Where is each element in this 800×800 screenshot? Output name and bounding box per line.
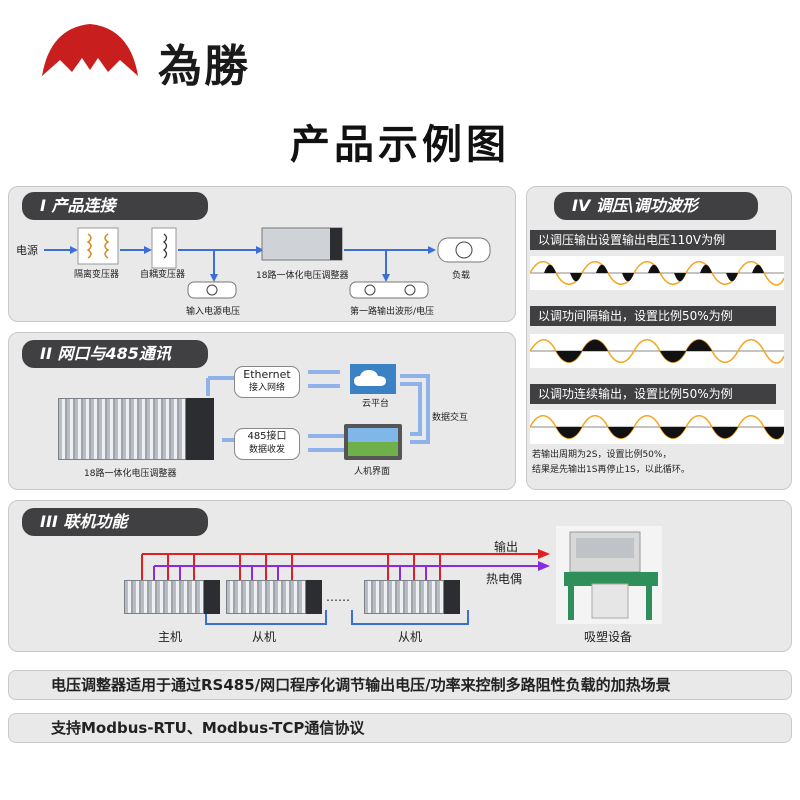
master-device xyxy=(124,580,204,614)
port485-sub: 数据收发 xyxy=(248,445,285,455)
slave-device-1 xyxy=(226,580,306,614)
page-title: 产品示例图 xyxy=(290,121,510,168)
ethernet-box: Ethernet 接入网络 xyxy=(234,366,300,398)
port485-label: 485接口 xyxy=(247,431,287,442)
regulator-image xyxy=(58,398,186,460)
dots-label: …… xyxy=(326,590,350,604)
network-arrows xyxy=(206,370,430,452)
label-equipment: 吸塑设备 xyxy=(584,630,633,644)
feature-bar-1: 电压调整器适用于通过RS485/网口程序化调节输出电压/功率来控制多路阻性负载的… xyxy=(8,670,792,700)
hmi-screen-icon xyxy=(344,424,402,460)
label-output: 输出 xyxy=(494,540,519,554)
regulator-control-panel xyxy=(186,398,214,460)
label-cloud: 云平台 xyxy=(362,399,390,409)
label-power: 电源 xyxy=(16,244,38,257)
brand-name: 為勝 xyxy=(158,41,250,92)
section-title-linkage: III 联机功能 xyxy=(22,508,208,536)
label-isolation-transformer: 隔离变压器 xyxy=(74,270,120,280)
waveform-note-1: 若输出周期为2S，设置比例50%， xyxy=(532,450,672,460)
master-panel xyxy=(204,580,220,614)
wave-label-interval: 以调功间隔输出，设置比例50%为例 xyxy=(530,306,776,326)
waveform-charts xyxy=(530,256,784,444)
ethernet-sub: 接入网络 xyxy=(248,383,285,393)
label-regulator: 18路一体化电压调整器 xyxy=(256,271,349,281)
label-thermocouple: 热电偶 xyxy=(486,572,523,586)
connection-diagram xyxy=(44,227,491,299)
label-slave-2: 从机 xyxy=(398,630,423,644)
port485-box: 485接口 数据收发 xyxy=(234,428,300,460)
slave-panel-1 xyxy=(306,580,322,614)
cloud-icon xyxy=(350,364,396,394)
label-slave-1: 从机 xyxy=(252,630,277,644)
label-regulator-2: 18路一体化电压调整器 xyxy=(84,469,177,479)
label-auto-transformer: 自耦变压器 xyxy=(140,270,186,280)
label-input-voltage: 输入电源电压 xyxy=(186,307,241,317)
feature-bar-2: 支持Modbus-RTU、Modbus-TCP通信协议 xyxy=(8,713,792,743)
ethernet-label: Ethernet xyxy=(243,368,291,381)
label-output-wave: 第一路输出波形/电压 xyxy=(350,307,435,317)
label-data-exchange: 数据交互 xyxy=(432,413,469,423)
section-title-connection: I 产品连接 xyxy=(22,192,208,220)
brand-logo-icon xyxy=(42,24,138,76)
label-load: 负载 xyxy=(452,271,471,281)
wave-label-voltage: 以调压输出设置输出电压110V为例 xyxy=(530,230,776,250)
section-title-waveforms: IV 调压\调功波形 xyxy=(554,192,758,220)
thermoforming-machine-image xyxy=(556,526,662,624)
slave-panel-2 xyxy=(444,580,460,614)
waveform-note-2: 结果是先输出1S再停止1S，以此循环。 xyxy=(532,465,690,475)
label-master: 主机 xyxy=(158,630,183,644)
label-hmi: 人机界面 xyxy=(354,467,391,477)
section-title-network: II 网口与485通讯 xyxy=(22,340,208,368)
wave-label-continuous: 以调功连续输出，设置比例50%为例 xyxy=(530,384,776,404)
slave-device-2 xyxy=(364,580,444,614)
